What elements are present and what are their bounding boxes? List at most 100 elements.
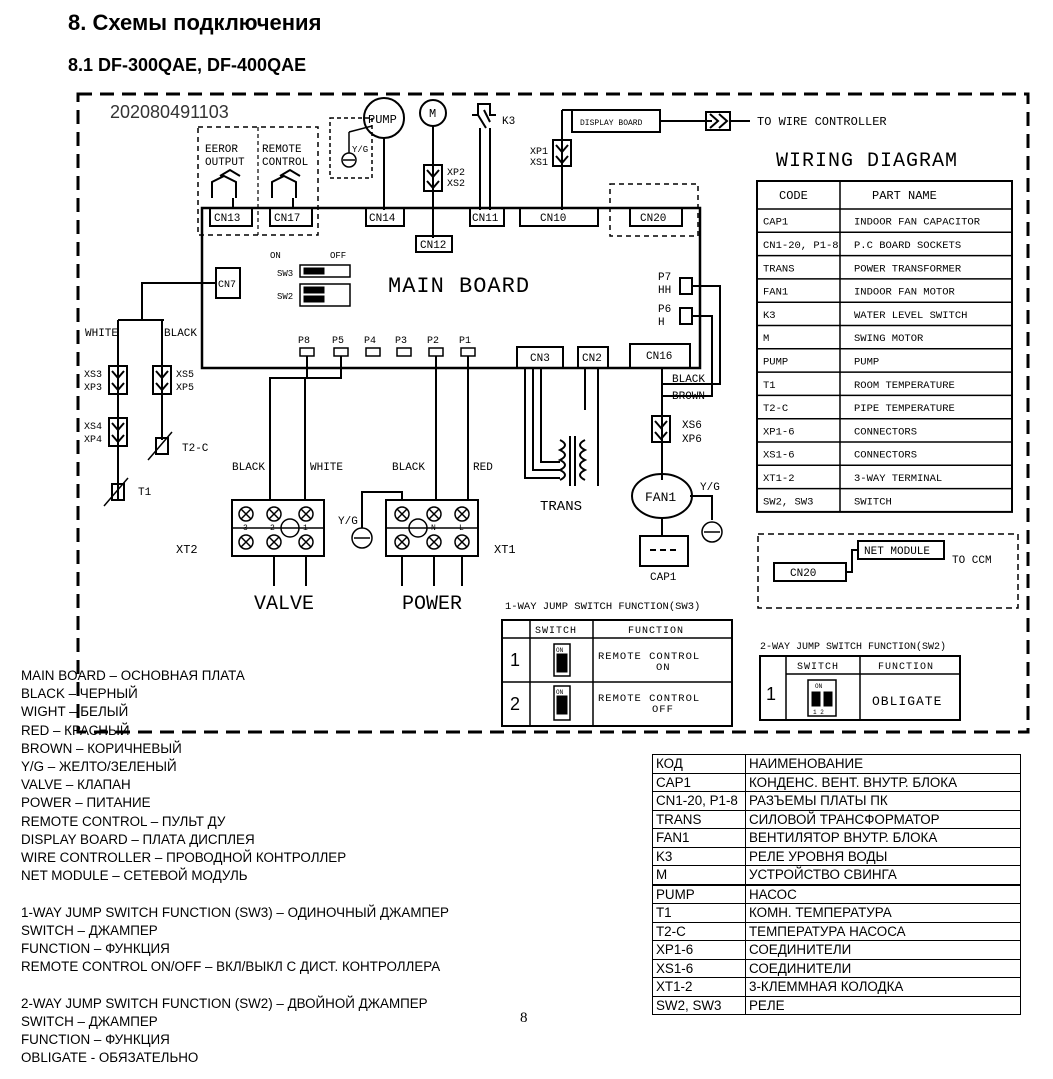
- serial-number: 202080491103: [110, 102, 229, 122]
- name-cell: НАСОС: [745, 883, 1021, 904]
- part-name: INDOOR FAN MOTOR: [854, 287, 956, 299]
- svg-text:P2: P2: [427, 336, 439, 347]
- svg-text:1: 1: [766, 684, 776, 704]
- part-name: PUMP: [854, 356, 879, 368]
- svg-text:2: 2: [510, 694, 520, 714]
- svg-text:XP6: XP6: [682, 434, 702, 446]
- capacitor-icon: [639, 535, 689, 567]
- code-cell: TRANS: [652, 809, 746, 829]
- svg-text:BLACK: BLACK: [672, 374, 705, 386]
- name-cell: СОЕДИНИТЕЛИ: [745, 958, 1021, 978]
- legend-line: 1-WAY JUMP SWITCH FUNCTION (SW3) – ОДИНО…: [21, 904, 449, 920]
- svg-text:T1: T1: [138, 487, 152, 499]
- page-heading: 8. Схемы подключения: [68, 10, 322, 35]
- svg-text:M: M: [429, 107, 436, 121]
- svg-text:ON: ON: [556, 689, 564, 696]
- connector-cn16: CN16: [629, 343, 691, 369]
- part-name: INDOOR FAN CAPACITOR: [854, 217, 981, 229]
- sw3-table: SWITCH FUNCTION 1 2 ON ON REMOTE CONTROL…: [501, 619, 733, 727]
- transformer-icon: [557, 436, 588, 486]
- svg-text:PUMP: PUMP: [368, 113, 397, 127]
- code-cell: T2-C: [652, 921, 746, 941]
- svg-text:XS6: XS6: [682, 420, 702, 432]
- svg-text:FUNCTION: FUNCTION: [628, 626, 684, 637]
- legend-line: REMOTE CONTROL ON/OFF – ВКЛ/ВЫКЛ С ДИСТ.…: [21, 959, 441, 975]
- legend-line: BLACK – ЧЕРНЫЙ: [21, 686, 138, 702]
- svg-text:CN10: CN10: [540, 213, 566, 225]
- svg-text:P4: P4: [364, 336, 376, 347]
- pin-p2: P2: [427, 336, 444, 357]
- legend-line: WIRE CONTROLLER – ПРОВОДНОЙ КОНТРОЛЛЕР: [21, 850, 347, 866]
- legend-line: FUNCTION – ФУНКЦИЯ: [21, 941, 170, 957]
- part-code: TRANS: [763, 263, 795, 275]
- part-name: SWING MOTOR: [854, 333, 924, 345]
- name-cell: СОЕДИНИТЕЛИ: [745, 940, 1021, 960]
- section-heading: 8.1 DF-300QAE, DF-400QAE: [68, 55, 307, 75]
- svg-text:CN20: CN20: [790, 568, 816, 580]
- svg-text:MAIN BOARD: MAIN BOARD: [388, 274, 530, 299]
- svg-text:TO CCM: TO CCM: [952, 555, 992, 567]
- pin-p1: P1: [459, 336, 476, 357]
- name-cell: ВЕНТИЛЯТОР ВНУТР. БЛОКА: [745, 828, 1021, 848]
- wiring-diagram: 202080491103 EEROR OUTPUT REMOTE CONTROL…: [76, 92, 1030, 734]
- svg-text:HH: HH: [658, 285, 671, 297]
- svg-text:VALVE: VALVE: [254, 593, 314, 616]
- svg-text:CN17: CN17: [274, 213, 300, 225]
- main-board: [200, 206, 702, 370]
- svg-text:TRANS: TRANS: [540, 499, 582, 515]
- svg-text:XP3: XP3: [84, 383, 102, 394]
- svg-text:SW3: SW3: [277, 269, 293, 279]
- legend-line: SWITCH – ДЖАМПЕР: [21, 922, 158, 938]
- svg-text:P1: P1: [459, 336, 471, 347]
- code-cell: XT1-2: [652, 977, 746, 997]
- svg-text:BLACK: BLACK: [392, 462, 425, 474]
- svg-text:1-WAY JUMP SWITCH FUNCTION(SW3: 1-WAY JUMP SWITCH FUNCTION(SW3): [505, 601, 700, 613]
- page-number: 8: [520, 1010, 528, 1026]
- legend-line: WIGHT – БЕЛЫЙ: [21, 704, 129, 720]
- svg-text:WHITE: WHITE: [310, 462, 343, 474]
- svg-text:SWITCH: SWITCH: [797, 662, 839, 673]
- connector-cn3: CN3: [516, 346, 564, 369]
- svg-text:CN16: CN16: [646, 351, 672, 363]
- remote-control-switch-icon: [271, 168, 301, 198]
- svg-text:H: H: [658, 317, 665, 329]
- connector-cn10: CN10: [519, 207, 599, 227]
- code-cell: PUMP: [652, 883, 746, 904]
- svg-text:Y/G: Y/G: [700, 482, 720, 494]
- pump-ground-box: [329, 117, 373, 179]
- svg-text:1: 1: [510, 650, 520, 670]
- svg-text:SWITCH: SWITCH: [535, 626, 577, 637]
- connector-cn11: CN11: [469, 207, 505, 227]
- svg-text:T2-C: T2-C: [182, 443, 209, 455]
- svg-text:RED: RED: [473, 462, 493, 474]
- svg-text:XT2: XT2: [176, 543, 198, 557]
- name-cell: НАИМЕНОВАНИЕ: [745, 754, 1021, 774]
- svg-text:XP4: XP4: [84, 435, 102, 446]
- svg-text:XS2: XS2: [447, 179, 465, 190]
- connector-cn12: CN12: [415, 235, 453, 253]
- svg-text:ON: ON: [656, 662, 671, 674]
- name-cell: УСТРОЙСТВО СВИНГА: [745, 865, 1021, 885]
- part-code: XT1-2: [763, 473, 795, 485]
- legend-line: FUNCTION – ФУНКЦИЯ: [21, 1032, 170, 1048]
- code-cell: CAP1: [652, 772, 746, 792]
- part-code: CAP1: [763, 217, 788, 229]
- svg-text:NET MODULE: NET MODULE: [864, 546, 930, 558]
- part-code: M: [763, 333, 769, 345]
- connector-cn14: CN14: [365, 207, 405, 227]
- name-cell: РАЗЪЕМЫ ПЛАТЫ ПК: [745, 791, 1021, 811]
- svg-text:XP2: XP2: [447, 168, 465, 179]
- svg-text:CAP1: CAP1: [650, 572, 677, 584]
- eeror-output-switch-icon: [211, 168, 241, 198]
- code-cell: FAN1: [652, 828, 746, 848]
- svg-text:CN13: CN13: [214, 213, 240, 225]
- svg-text:Y/G: Y/G: [352, 145, 368, 155]
- sw3-switch: [299, 264, 351, 278]
- svg-text:BLACK: BLACK: [232, 462, 265, 474]
- svg-text:K3: K3: [502, 116, 515, 128]
- name-cell: СИЛОВОЙ ТРАНСФОРМАТОР: [745, 809, 1021, 829]
